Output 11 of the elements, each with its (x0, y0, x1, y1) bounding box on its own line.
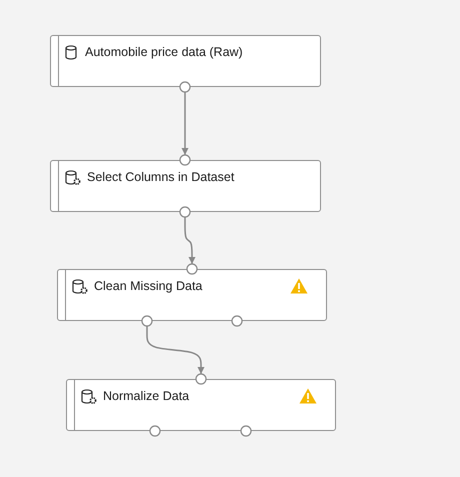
module-title: Clean Missing Data (94, 279, 202, 293)
arrow (146, 326, 204, 374)
arrow (182, 92, 188, 155)
module-title: Automobile price data (Raw) (85, 45, 243, 59)
module-title: Select Columns in Dataset (87, 170, 234, 184)
module-title: Normalize Data (103, 389, 190, 403)
module-box (50, 35, 321, 87)
module-box (50, 160, 321, 212)
module-box (66, 379, 336, 431)
arrow (184, 217, 196, 264)
module-box (57, 269, 327, 321)
